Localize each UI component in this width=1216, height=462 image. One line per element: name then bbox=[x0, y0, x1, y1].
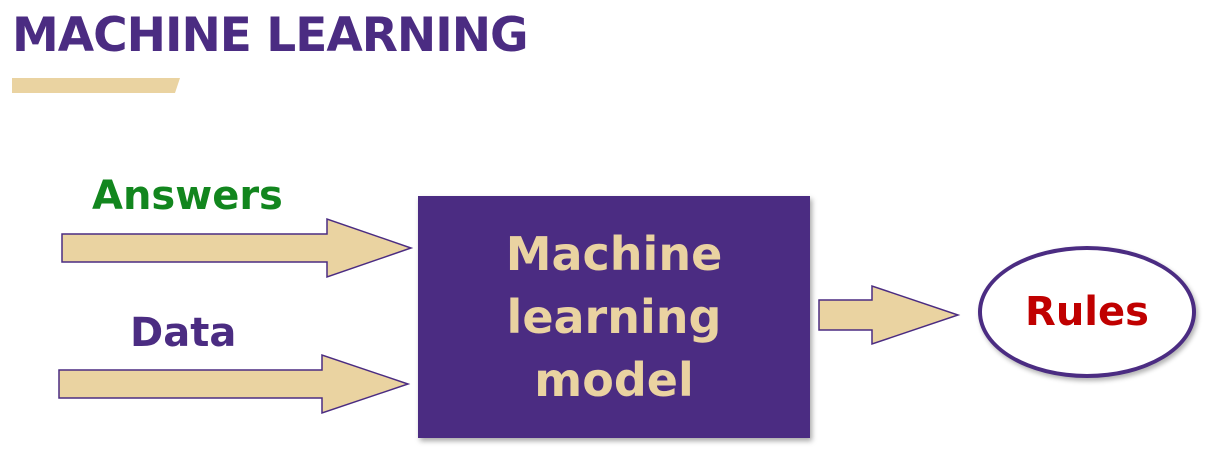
rules-output-ellipse: Rules bbox=[978, 246, 1196, 378]
input-label-answers: Answers bbox=[92, 173, 283, 219]
rules-label: Rules bbox=[1025, 289, 1149, 335]
model-label: Machine learning model bbox=[505, 226, 723, 407]
page-title: MACHINE LEARNING bbox=[12, 8, 529, 63]
model-box: Machine learning model bbox=[418, 196, 810, 438]
input-label-data: Data bbox=[130, 310, 237, 356]
